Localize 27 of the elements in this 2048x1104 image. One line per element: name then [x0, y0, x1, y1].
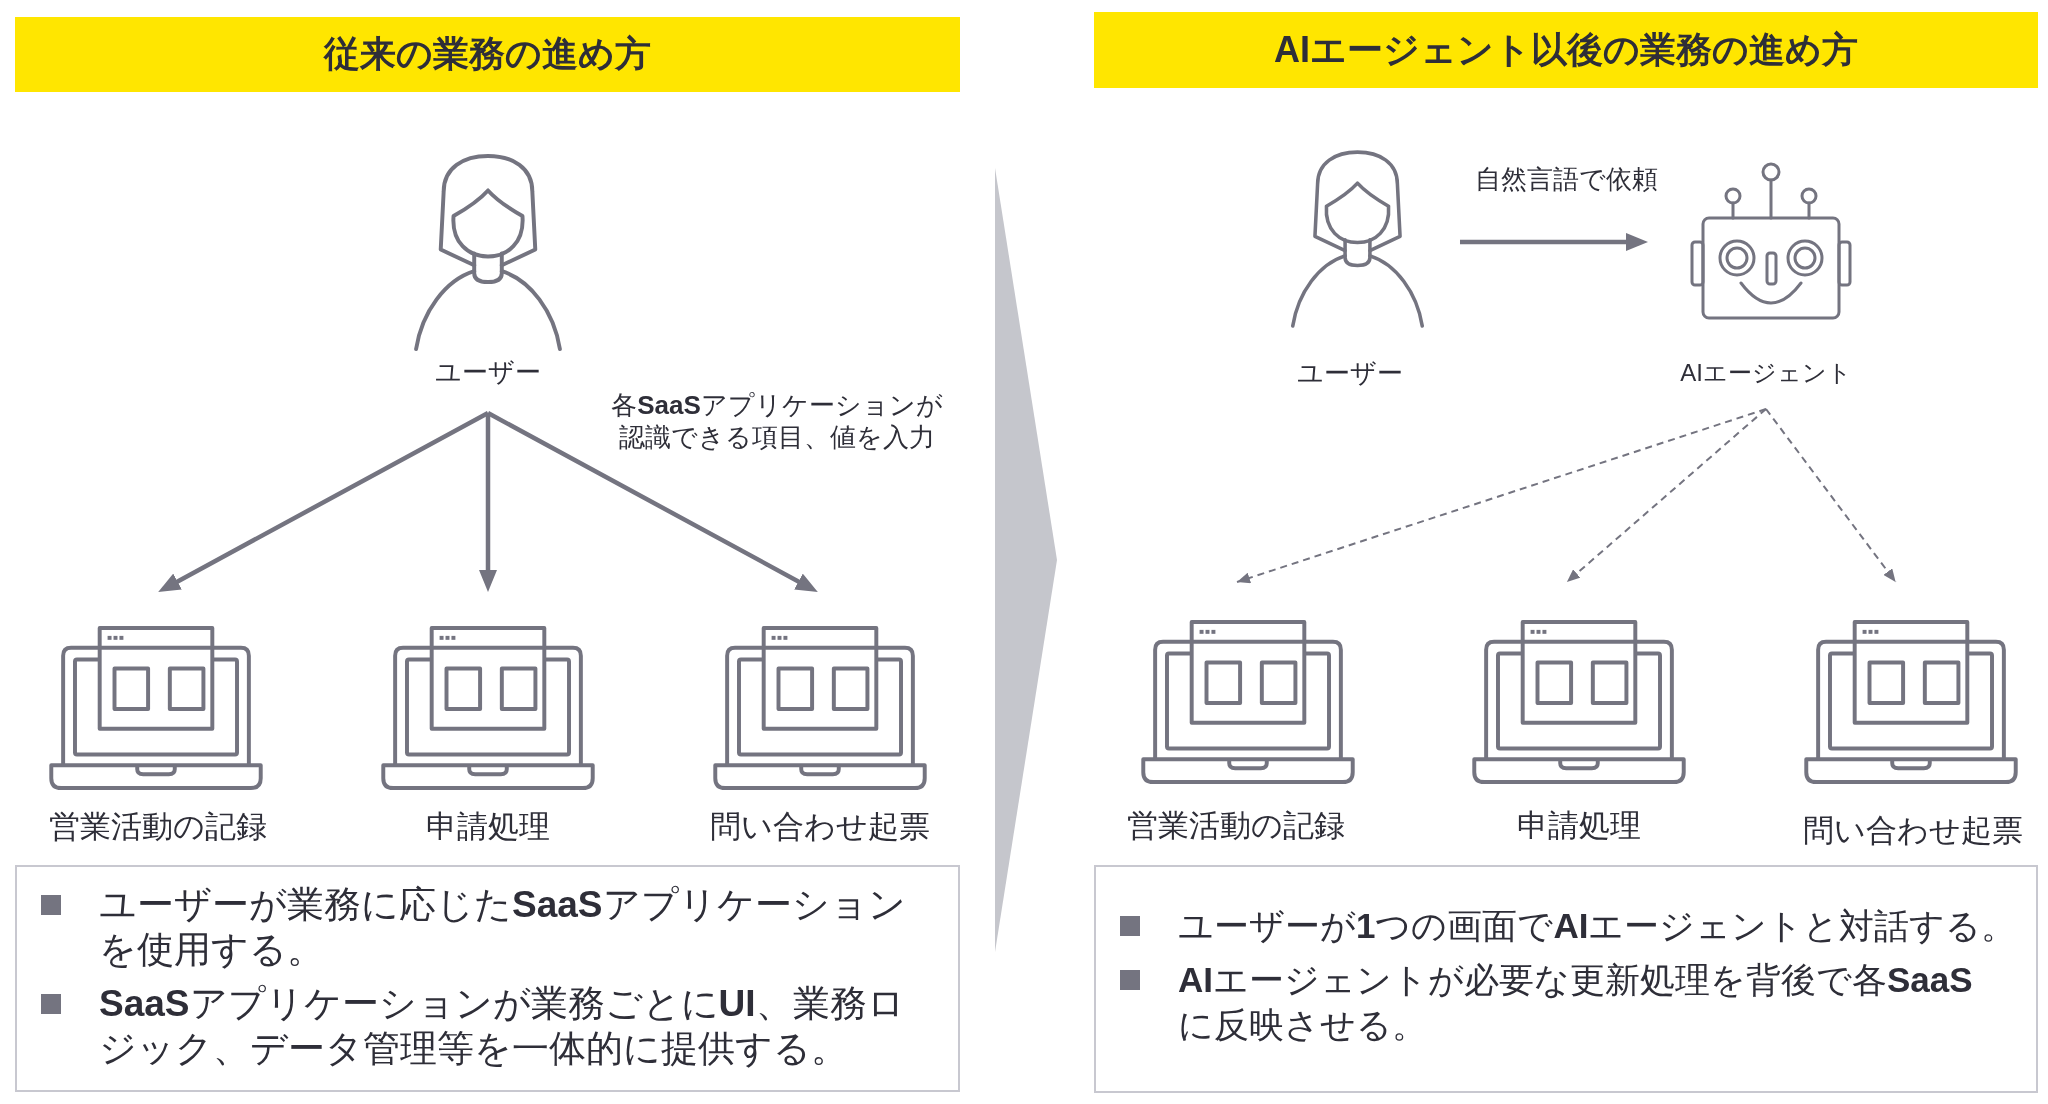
icon-caption: ユーザー — [1296, 358, 1403, 390]
panel-title: AIエージェント以後の業務の進め方 — [1274, 27, 1858, 72]
annotation-text: 各SaaSアプリケーションが認識できる項目、値を入力 — [610, 389, 944, 453]
dashed-arrow — [1765, 408, 1897, 583]
icon-caption: 申請処理 — [1517, 807, 1641, 845]
bullet-text: AIエージェントが必要な更新処理を背後で各SaaSに反映させる。 — [1178, 959, 1974, 1046]
bullet-text: ユーザーが1つの画面でAIエージェントと対話する。 — [1178, 905, 2018, 947]
title-banner — [15, 17, 960, 92]
dashed-arrow — [1236, 408, 1767, 584]
arrow — [479, 413, 497, 592]
bullet-text: ユーザーが業務に応じたSaaSアプリケーションを使用する。 — [99, 883, 907, 972]
text-panel — [15, 865, 960, 1092]
icon-caption: 問い合わせ起票 — [1803, 812, 2023, 850]
arrow — [157, 411, 490, 594]
text-panel — [1094, 865, 2038, 1093]
icon-caption: 営業活動の記録 — [1127, 807, 1345, 845]
icon-caption: 問い合わせ起票 — [710, 808, 930, 846]
arrow — [1460, 232, 1648, 251]
icon-caption: 営業活動の記録 — [49, 808, 267, 846]
icon-caption: 申請処理 — [426, 808, 550, 846]
bullet-text: SaaSアプリケーションが業務ごとにUI、業務ロジック、データ管理等を一体的に提供する。 — [99, 982, 906, 1071]
icon-caption: AIエージェント — [1680, 359, 1852, 388]
arrow — [486, 411, 819, 594]
dashed-arrow — [1565, 408, 1767, 583]
title-banner — [1094, 12, 2038, 88]
icon-caption: ユーザー — [435, 357, 541, 389]
panel-title: 従来の業務の進め方 — [324, 32, 651, 76]
